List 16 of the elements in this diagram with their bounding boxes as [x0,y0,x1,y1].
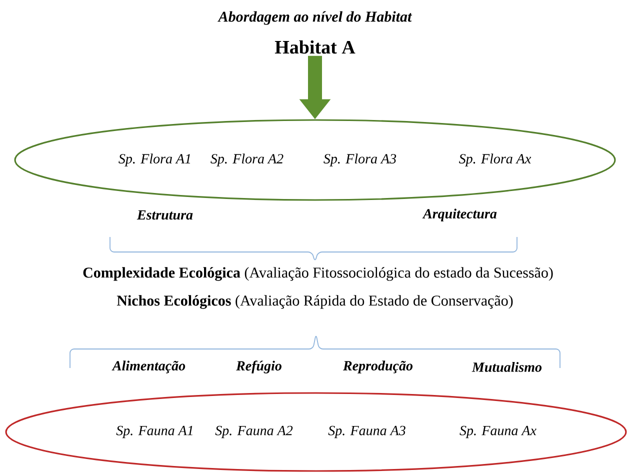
heading: Habitat A [274,40,356,54]
category-label: Mutualismo [472,362,542,372]
species-name: Sp. Flora A1 [118,154,190,166]
category-label: Reprodução [342,360,413,374]
species-name: Sp. Flora A3 [324,154,396,166]
category-label: Refúgio [236,360,282,374]
category-label: Alimentação [112,360,186,374]
description-text: Complexidade Ecológica (Avaliação Fitossociológica do estado da Sucessão) [83,267,553,281]
title: Abordagem ao nível do Habitat [218,11,412,25]
species-name: Sp. Fauna A3 [328,426,406,438]
species-name: Sp. Flora A2 [210,154,284,166]
species-name: Sp. Fauna A1 [116,426,192,438]
species-name: Sp. Fauna Ax [460,426,536,438]
description-text: Nichos Ecológicos (Avaliação Rápida do Estado de Conservação) [116,295,513,309]
species-name: Sp. Flora Ax [459,154,532,166]
species-name: Sp. Fauna A2 [215,426,293,438]
